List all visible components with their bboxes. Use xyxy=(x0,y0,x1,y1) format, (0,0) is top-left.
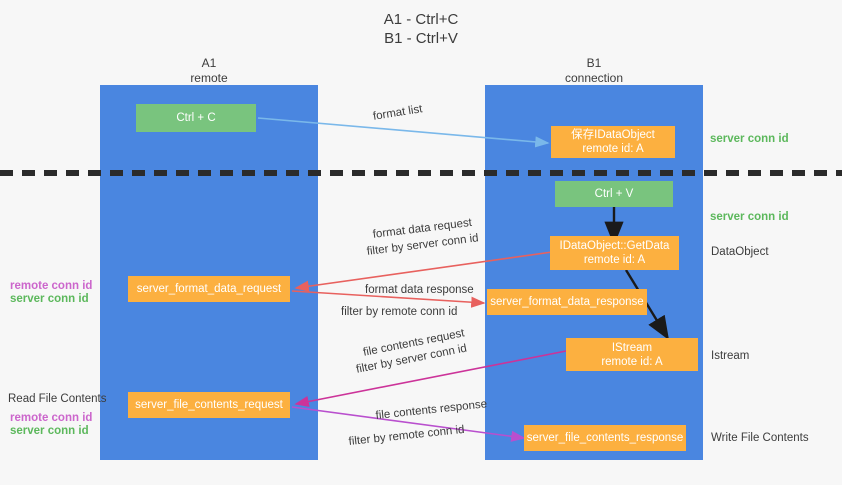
box-server-format-data-request[interactable]: server_format_data_request xyxy=(128,276,290,302)
filter-prefix: filter by xyxy=(355,356,398,376)
box-save-idataobject-line1: 保存IDataObject xyxy=(571,129,655,141)
box-ctrl-v[interactable]: Ctrl + V xyxy=(555,181,673,207)
box-server-file-contents-request[interactable]: server_file_contents_request xyxy=(128,392,290,418)
box-server-file-contents-request-label: server_file_contents_request xyxy=(135,399,283,411)
column-header-a1: A1 remote xyxy=(99,56,319,86)
box-save-idataobject[interactable]: 保存IDataObject remote id: A xyxy=(551,126,675,158)
box-ctrl-c[interactable]: Ctrl + C xyxy=(136,104,256,132)
right-label-server-conn-id-top: server conn id xyxy=(710,133,789,145)
filter-value-remote-conn-id: remote conn id xyxy=(381,306,458,318)
filter-value-remote-conn-id: remote conn id xyxy=(388,423,466,444)
title-line-1: A1 - Ctrl+C xyxy=(383,11,459,28)
filter-prefix: filter by xyxy=(348,431,390,448)
box-istream[interactable]: IStream remote id: A xyxy=(566,338,698,371)
box-server-format-data-request-label: server_format_data_request xyxy=(136,283,282,295)
box-getdata-line2: remote id: A xyxy=(583,254,646,266)
box-server-file-contents-response-label: server_file_contents_response xyxy=(526,432,684,444)
left-label-remote-conn-id-mid: remote conn id xyxy=(10,280,93,292)
column-a1-role: remote xyxy=(190,71,228,85)
box-server-format-data-response[interactable]: server_format_data_response xyxy=(487,289,647,315)
column-a1-name: A1 xyxy=(201,56,217,70)
box-getdata[interactable]: IDataObject::GetData remote id: A xyxy=(550,236,679,270)
box-istream-line1: IStream xyxy=(611,341,653,354)
label-file-contents-response: file contents response xyxy=(375,398,488,422)
label-format-data-response: format data response xyxy=(365,284,474,296)
left-label-remote-conn-id-bottom: remote conn id xyxy=(10,412,93,424)
left-label-server-conn-id-bottom: server conn id xyxy=(10,425,89,437)
filter-prefix: filter by xyxy=(366,241,408,258)
column-b1-name: B1 xyxy=(586,56,602,70)
phase-divider xyxy=(0,170,842,176)
label-format-list: format list xyxy=(372,103,424,123)
page-title: A1 - Ctrl+C B1 - Ctrl+V xyxy=(0,10,842,48)
label-format-data-response-filter: filter by remote conn id xyxy=(341,305,457,319)
right-label-server-conn-id-mid: server conn id xyxy=(710,211,789,223)
right-label-write-file-contents: Write File Contents xyxy=(711,432,809,444)
label-file-contents-response-filter: filter by remote conn id xyxy=(348,423,465,449)
right-label-dataobject: DataObject xyxy=(711,246,769,258)
box-server-format-data-response-label: server_format_data_response xyxy=(490,296,644,308)
left-label-read-file-contents: Read File Contents xyxy=(8,393,107,405)
column-b1-role: connection xyxy=(564,71,624,85)
left-label-server-conn-id-mid: server conn id xyxy=(10,293,89,305)
box-istream-line2: remote id: A xyxy=(601,355,663,368)
title-line-2: B1 - Ctrl+V xyxy=(384,30,458,47)
filter-prefix: filter by xyxy=(341,306,382,318)
box-ctrl-v-label: Ctrl + V xyxy=(594,188,634,200)
right-label-istream: Istream xyxy=(711,350,750,362)
box-server-file-contents-response[interactable]: server_file_contents_response xyxy=(524,425,686,451)
box-ctrl-c-label: Ctrl + C xyxy=(176,112,216,124)
box-getdata-line1: IDataObject::GetData xyxy=(559,240,670,252)
column-header-b1: B1 connection xyxy=(484,56,704,86)
box-save-idataobject-line2: remote id: A xyxy=(582,143,644,155)
